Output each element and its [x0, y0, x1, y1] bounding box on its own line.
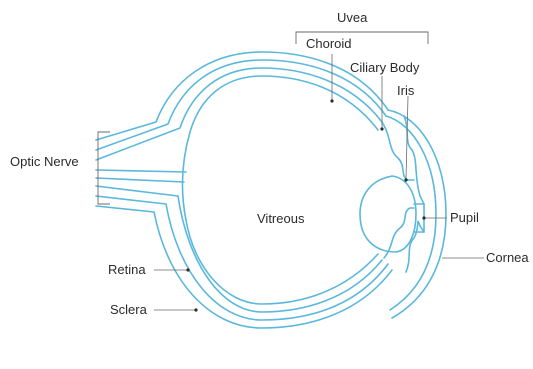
ciliary-body-dot — [380, 127, 383, 130]
eye-structure — [96, 52, 446, 328]
leader-dots — [186, 99, 425, 311]
iris-dot — [404, 178, 407, 181]
label-sclera: Sclera — [110, 302, 148, 317]
label-pupil: Pupil — [450, 210, 479, 225]
label-retina: Retina — [108, 262, 146, 277]
label-optic-nerve: Optic Nerve — [10, 154, 79, 169]
label-choroid: Choroid — [306, 36, 352, 51]
sclera-outline — [96, 52, 392, 328]
sclera-dot — [194, 308, 197, 311]
optic-nerve-sheath — [96, 170, 186, 182]
label-uvea: Uvea — [337, 10, 368, 25]
lens — [360, 176, 416, 252]
retina-layer — [183, 76, 378, 304]
label-iris: Iris — [397, 83, 415, 98]
cornea-inner — [386, 116, 436, 310]
pupil-dot — [422, 216, 425, 219]
label-vitreous: Vitreous — [257, 211, 305, 226]
optic-nerve-bracket — [98, 132, 110, 204]
choroid-dot — [330, 99, 333, 102]
retina-dot — [186, 268, 189, 271]
label-cornea: Cornea — [486, 250, 529, 265]
label-ciliary-body: Ciliary Body — [350, 60, 420, 75]
